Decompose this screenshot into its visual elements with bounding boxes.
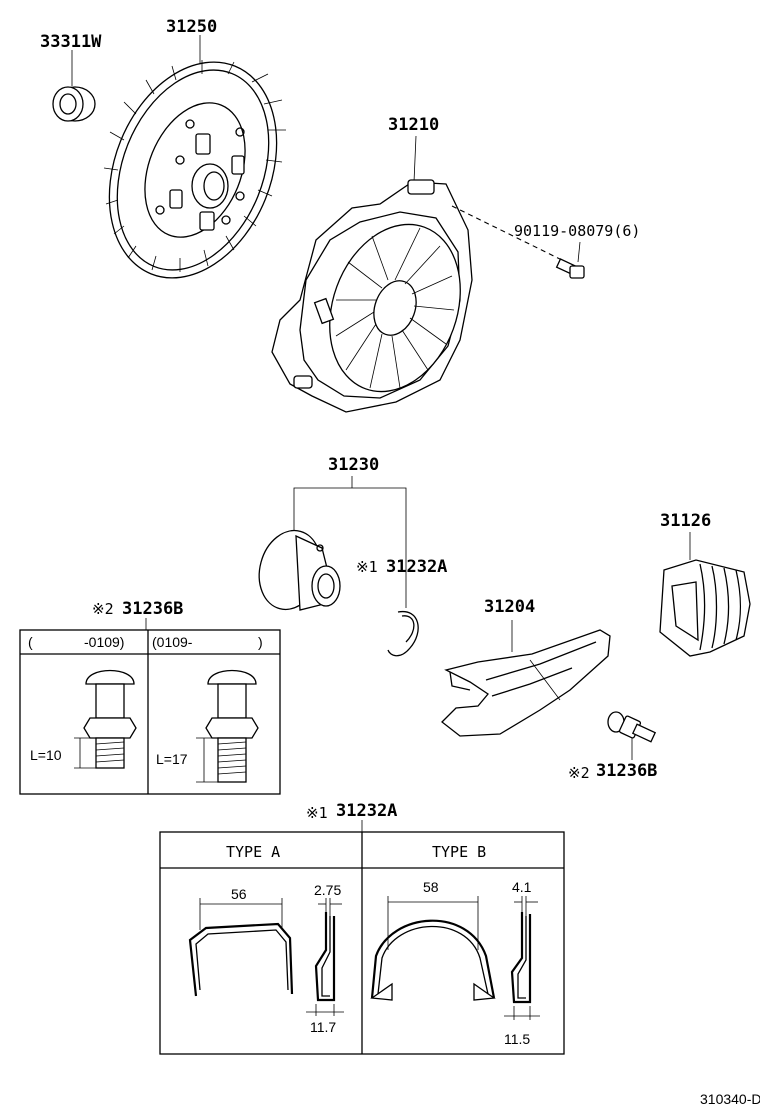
figure-id: 310340-D: [700, 1091, 760, 1107]
clip-type-b-label: TYPE B: [432, 843, 486, 861]
clutch-disc-drawing: [103, 35, 286, 279]
pivot-bolt-table: [19, 629, 281, 795]
fork-boot-drawing: [659, 559, 751, 657]
bolt-col2-range: (0109-: [152, 634, 193, 650]
part-number-31204: 31204: [484, 597, 535, 617]
note-2-mark-right: ※2: [568, 764, 590, 782]
clip-b-width: 58: [423, 879, 439, 895]
part-number-31232a-detail: 31232A: [336, 801, 397, 821]
bolt-col2-close-paren: ): [258, 634, 263, 650]
long-pivot-bolt-drawing: [196, 669, 259, 783]
pilot-bearing-drawing: [52, 50, 96, 122]
part-number-31236b-right: 31236B: [596, 761, 657, 781]
part-number-33311w: 33311W: [40, 32, 102, 52]
clip-type-a-drawing: [188, 898, 344, 1016]
clip-a-thickness: 2.75: [314, 882, 341, 898]
part-number-31236b-left: 31236B: [122, 599, 183, 619]
bolt-col2-length: L=17: [156, 751, 188, 767]
clip-b-thickness: 4.1: [512, 879, 532, 895]
note-2-mark-left: ※2: [92, 600, 114, 618]
part-number-31210: 31210: [388, 115, 439, 135]
clip-type-b-drawing: [370, 896, 540, 1020]
note-1-mark-detail: ※1: [306, 804, 328, 822]
note-1-mark: ※1: [356, 558, 378, 576]
clutch-cover-drawing: [271, 135, 567, 413]
bolt-col1-range: -0109): [84, 634, 124, 650]
release-bearing-drawing: [258, 529, 341, 611]
clip-type-table: [159, 831, 565, 1055]
release-fork-drawing: [441, 629, 611, 737]
short-pivot-bolt-drawing: [74, 669, 137, 769]
bolt-col1-length: L=10: [30, 747, 62, 763]
bolt-col1-open-paren: (: [28, 634, 33, 650]
release-bearing-clip-drawing: [387, 611, 419, 657]
pivot-bolt-drawing: [607, 711, 657, 760]
clip-type-a-label: TYPE A: [226, 843, 280, 861]
clip-b-depth: 11.5: [504, 1031, 530, 1047]
clip-a-width: 56: [231, 886, 247, 902]
part-number-31126: 31126: [660, 511, 711, 531]
part-number-31230: 31230: [328, 455, 379, 475]
part-number-90119-08079: 90119-08079(6): [514, 222, 640, 240]
part-number-31232a: 31232A: [386, 557, 447, 577]
cover-bolt-drawing: [555, 241, 585, 279]
part-number-31250: 31250: [166, 17, 217, 37]
clip-a-depth: 11.7: [310, 1019, 336, 1035]
